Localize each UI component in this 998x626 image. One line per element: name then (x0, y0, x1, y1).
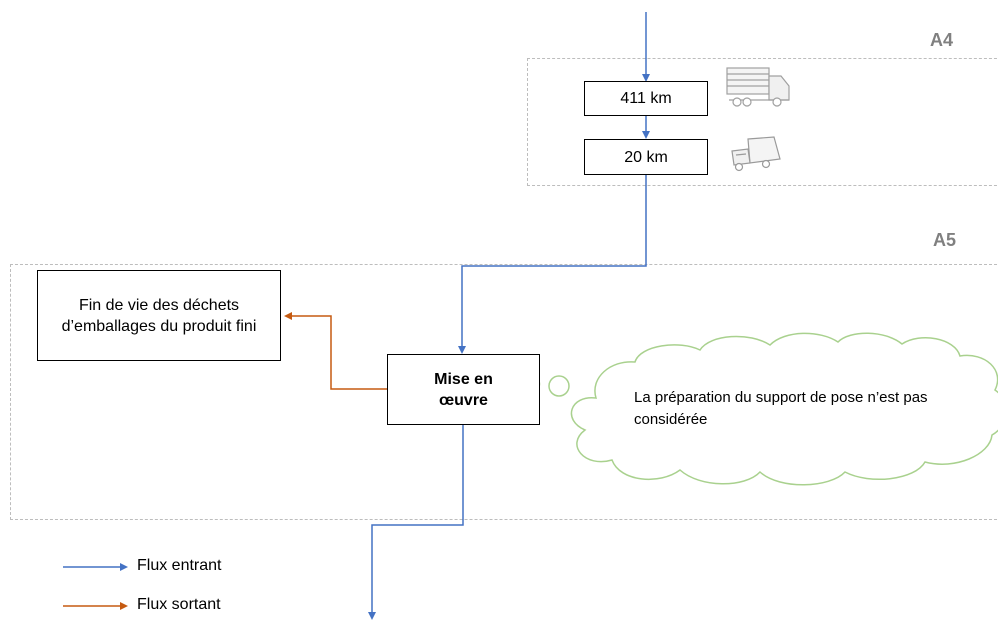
zone-a4 (527, 58, 998, 186)
zone-a4-label: A4 (930, 30, 954, 50)
thought-cloud (570, 332, 998, 486)
van-distance-box: 20 km (584, 139, 708, 175)
zone-a5-label: A5 (933, 230, 957, 250)
legend-incoming-label: Flux entrant (137, 557, 222, 574)
waste-end-of-life-box: Fin de vie des déchets d’emballages du p… (37, 270, 281, 361)
legend-outgoing-label: Flux sortant (137, 596, 221, 613)
cloud-bubble-large (548, 375, 570, 397)
flow-process-out (368, 425, 464, 620)
zone-a5 (10, 264, 998, 520)
truck-distance-box: 411 km (584, 81, 708, 116)
cloud-note-text: La préparation du support de pose n’est … (634, 389, 928, 428)
van-icon (731, 136, 781, 172)
flow-van-to-process (458, 175, 647, 354)
flow-waste-out (284, 312, 387, 390)
truck-icon (726, 67, 790, 107)
process-mise-en-oeuvre-box: Mise en œuvre (387, 354, 540, 425)
